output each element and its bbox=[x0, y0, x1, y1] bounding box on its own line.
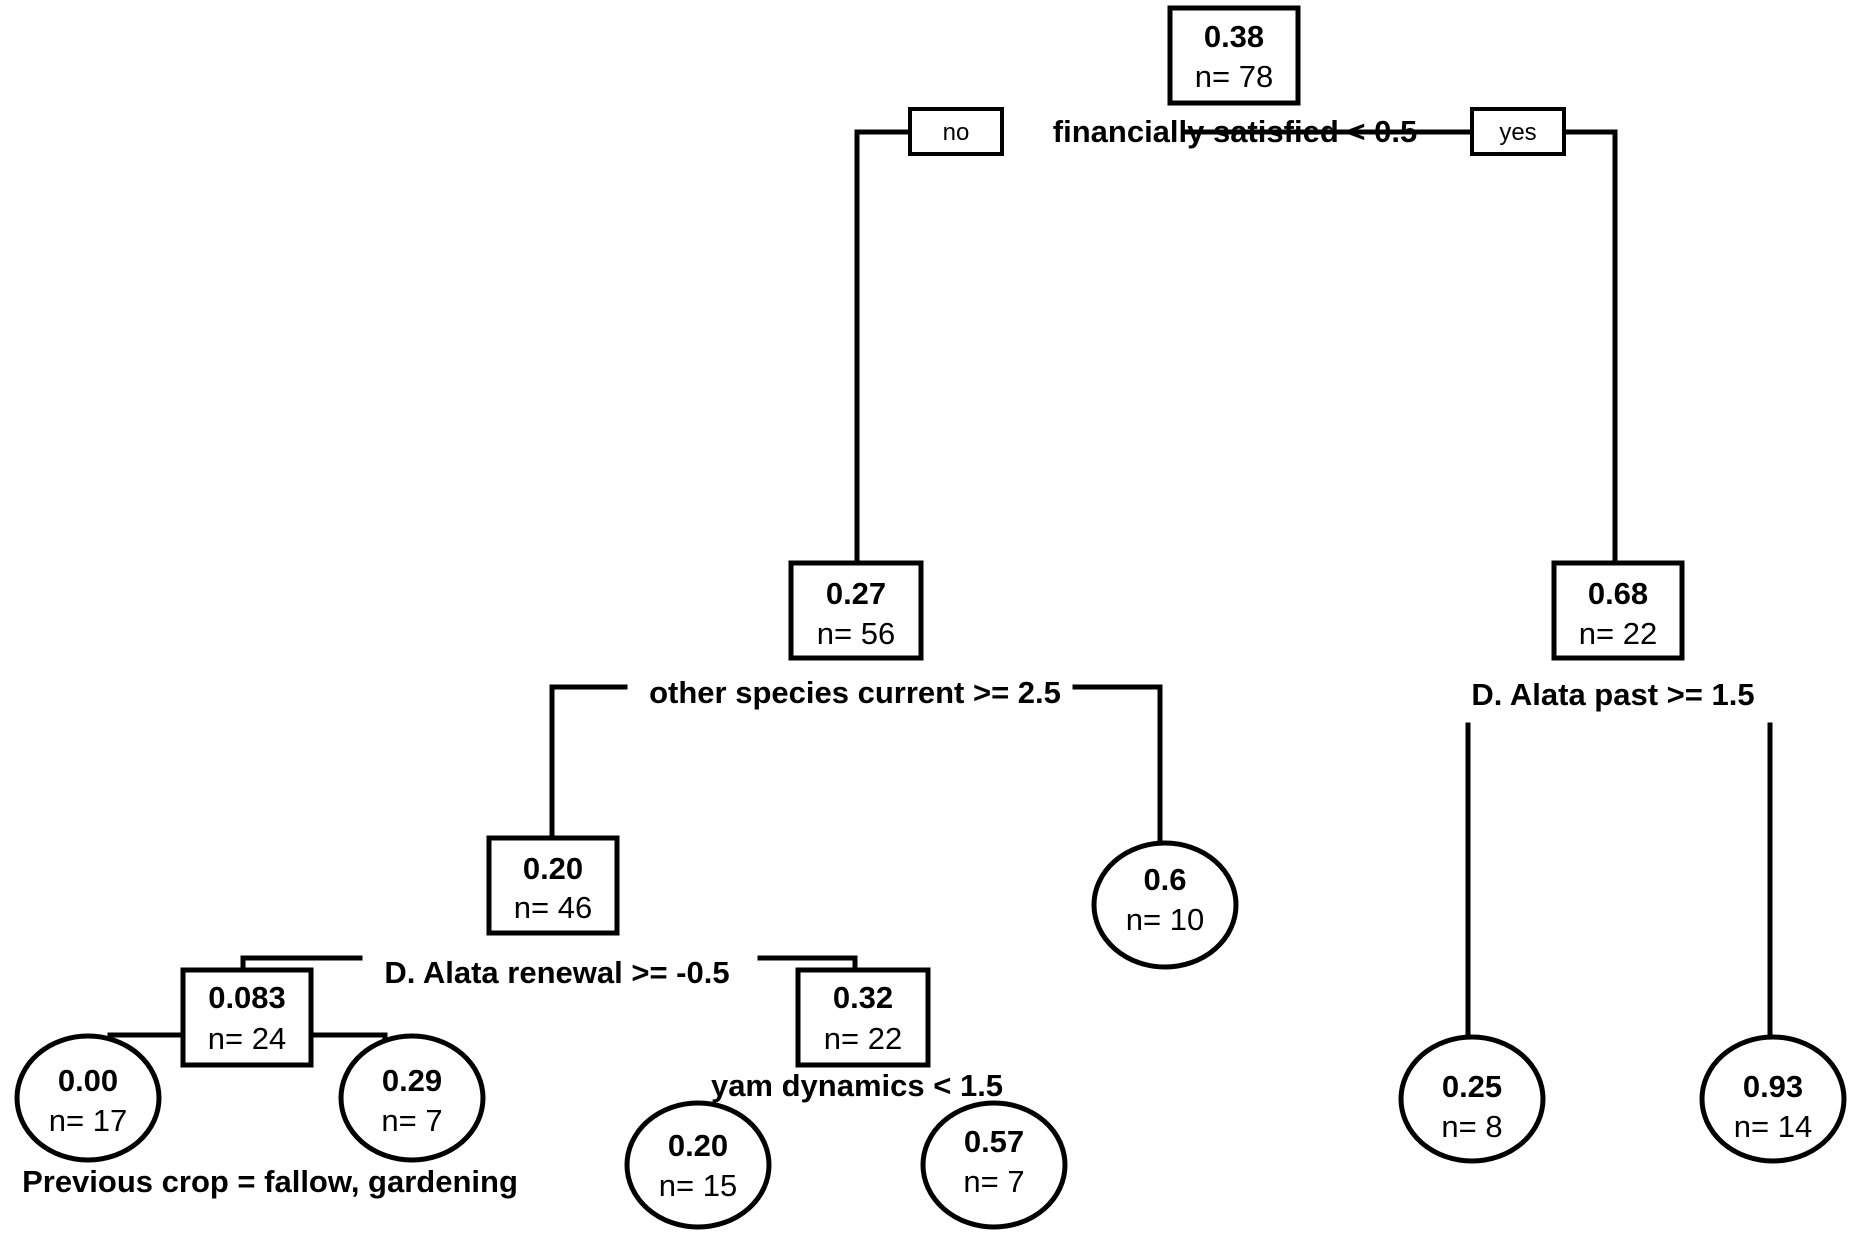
leaf-d-ellipse bbox=[920, 1100, 1068, 1230]
leaf-a-ellipse bbox=[14, 1033, 162, 1163]
no-tag-label: no bbox=[943, 119, 970, 146]
leaf-b-count: n= 7 bbox=[381, 1103, 442, 1138]
yes-tag: yes bbox=[1470, 107, 1566, 156]
leaf-c-ellipse bbox=[624, 1100, 772, 1230]
node-root: 0.38 n= 78 bbox=[1167, 5, 1301, 106]
node-root-box bbox=[1167, 5, 1301, 106]
leaf-a: 0.00 n= 17 bbox=[14, 1033, 162, 1163]
yes-tag-label: yes bbox=[1499, 119, 1536, 146]
node-ll-right-box bbox=[795, 967, 931, 1068]
node-ll-left-box bbox=[180, 967, 314, 1068]
leaf-c-value: 0.20 bbox=[668, 1128, 728, 1163]
node-left: 0.27 n= 56 bbox=[788, 560, 924, 661]
leaf-left-right-ellipse bbox=[1091, 840, 1239, 970]
edge-ll-right bbox=[757, 955, 858, 975]
node-ll-left-count: n= 24 bbox=[208, 1021, 286, 1056]
leaf-e: 0.25 n= 8 bbox=[1398, 1034, 1546, 1164]
node-ll-right-count: n= 22 bbox=[824, 1021, 902, 1056]
leaf-d-value: 0.57 bbox=[964, 1124, 1024, 1159]
node-left-box bbox=[788, 560, 924, 661]
left-left-split-label: D. Alata renewal >= -0.5 bbox=[384, 955, 729, 990]
leaf-left-right-count: n= 10 bbox=[1126, 902, 1204, 937]
no-tag: no bbox=[908, 107, 1004, 156]
node-ll-left-value: 0.083 bbox=[208, 980, 286, 1015]
leaf-e-count: n= 8 bbox=[1441, 1109, 1502, 1144]
leaf-left-right: 0.6 n= 10 bbox=[1091, 840, 1239, 970]
edge-ll-left bbox=[240, 955, 363, 975]
leaf-f: 0.93 n= 14 bbox=[1699, 1034, 1847, 1164]
node-right-value: 0.68 bbox=[1588, 576, 1648, 611]
leaf-c-count: n= 15 bbox=[659, 1168, 737, 1203]
leaf-d: 0.57 n= 7 bbox=[920, 1100, 1068, 1230]
node-right: 0.68 n= 22 bbox=[1551, 560, 1685, 661]
leaf-b-value: 0.29 bbox=[382, 1063, 442, 1098]
node-ll-left: 0.083 n= 24 bbox=[180, 967, 314, 1068]
ll-right-split-label: yam dynamics < 1.5 bbox=[711, 1068, 1003, 1103]
ll-left-split-label: Previous crop = fallow, gardening bbox=[22, 1164, 518, 1199]
node-left-left: 0.20 n= 46 bbox=[486, 835, 620, 936]
node-left-count: n= 56 bbox=[817, 616, 895, 651]
node-left-left-box bbox=[486, 835, 620, 936]
leaf-left-right-value: 0.6 bbox=[1143, 862, 1186, 897]
node-ll-right-value: 0.32 bbox=[833, 980, 893, 1015]
leaf-d-count: n= 7 bbox=[963, 1164, 1024, 1199]
leaf-e-ellipse bbox=[1398, 1034, 1546, 1164]
tree-edges bbox=[107, 129, 1773, 1048]
edge-root-left bbox=[854, 129, 1000, 575]
edge-left-left bbox=[549, 684, 628, 845]
node-root-count: n= 78 bbox=[1195, 59, 1273, 94]
edge-left-right bbox=[1072, 684, 1163, 848]
leaf-a-value: 0.00 bbox=[58, 1063, 118, 1098]
yes-tag-box bbox=[1470, 107, 1566, 156]
edge-root-right bbox=[1182, 129, 1618, 575]
leaf-e-value: 0.25 bbox=[1442, 1069, 1502, 1104]
node-left-left-value: 0.20 bbox=[523, 851, 583, 886]
node-ll-right: 0.32 n= 22 bbox=[795, 967, 931, 1068]
no-tag-box bbox=[908, 107, 1004, 156]
left-split-label: other species current >= 2.5 bbox=[649, 675, 1061, 710]
node-right-box bbox=[1551, 560, 1685, 661]
leaf-b: 0.29 n= 7 bbox=[338, 1033, 486, 1163]
leaf-f-value: 0.93 bbox=[1743, 1069, 1803, 1104]
leaf-b-ellipse bbox=[338, 1033, 486, 1163]
leaf-a-count: n= 17 bbox=[49, 1103, 127, 1138]
leaf-c: 0.20 n= 15 bbox=[624, 1100, 772, 1230]
root-split-label: financially satisfied < 0.5 bbox=[1053, 114, 1417, 149]
right-split-label: D. Alata past >= 1.5 bbox=[1471, 677, 1754, 712]
node-root-value: 0.38 bbox=[1204, 19, 1264, 54]
node-right-count: n= 22 bbox=[1579, 616, 1657, 651]
leaf-f-count: n= 14 bbox=[1734, 1109, 1812, 1144]
leaf-f-ellipse bbox=[1699, 1034, 1847, 1164]
node-left-left-count: n= 46 bbox=[514, 890, 592, 925]
node-left-value: 0.27 bbox=[826, 576, 886, 611]
